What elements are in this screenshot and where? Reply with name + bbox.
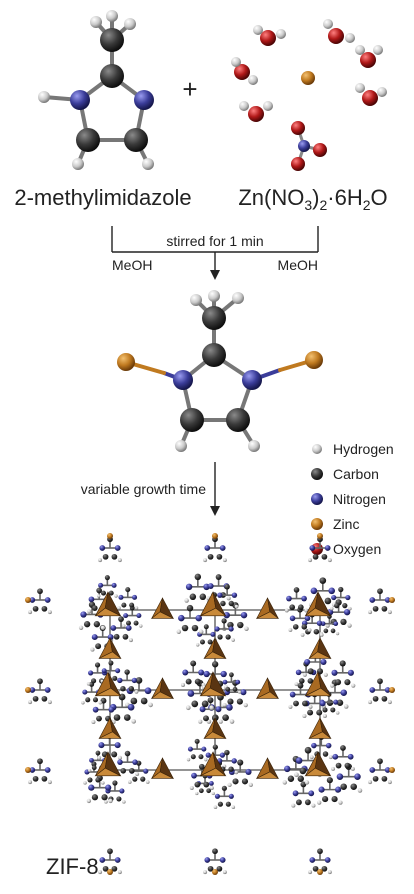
step2-condition: variable growth time — [81, 481, 206, 497]
linker-fragment — [203, 848, 227, 875]
methylimidazole-molecule — [38, 10, 154, 170]
step1-solvent-left: MeOH — [112, 257, 152, 273]
linker-fragment — [122, 605, 143, 628]
step1-arrowhead — [210, 270, 220, 280]
legend: Hydrogen Carbon Nitrogen Zinc Oxygen — [311, 441, 394, 557]
zn-tetrahedron — [199, 751, 227, 777]
zinc-nitrate-hexahydrate — [231, 19, 387, 171]
zn-tetrahedron — [203, 637, 227, 660]
water-molecule — [239, 101, 273, 122]
linker-fragment — [28, 678, 52, 705]
zn-tetrahedron — [94, 591, 122, 617]
linker-fragment — [108, 693, 136, 724]
linker-fragment — [317, 777, 343, 805]
zn-tetrahedron — [255, 597, 280, 620]
zinc-ion — [301, 71, 315, 85]
linker-fragment — [330, 660, 356, 688]
linker-fragment — [368, 588, 392, 615]
svg-text:Hydrogen: Hydrogen — [333, 441, 394, 457]
legend-item-nitrogen: Nitrogen — [311, 491, 386, 507]
linker-fragment — [203, 536, 227, 563]
linker-fragment — [115, 669, 139, 694]
linker-fragment — [215, 749, 239, 775]
linker-fragment — [368, 678, 392, 705]
legend-item-hydrogen: Hydrogen — [312, 441, 394, 457]
water-molecule — [231, 57, 258, 85]
water-molecule — [253, 25, 286, 46]
linker-fragment — [308, 848, 332, 875]
zn-tetrahedron — [304, 671, 332, 697]
linker-fragment — [186, 738, 208, 762]
linker-fragment — [109, 616, 133, 643]
zn-tetrahedron — [255, 677, 280, 700]
zn-tetrahedron — [94, 751, 122, 777]
salt-label: Zn(NO3)2·6H2O — [238, 185, 387, 213]
step1-bracket — [111, 226, 319, 272]
linker-fragment — [104, 780, 126, 804]
linker-fragment — [91, 697, 116, 725]
zn-tetrahedron — [255, 757, 280, 780]
linker-fragment — [96, 575, 118, 598]
zinc-imidazolate-unit — [117, 290, 323, 452]
linker-fragment — [291, 781, 316, 808]
step1-solvent-right: MeOH — [278, 257, 318, 273]
linker-fragment — [329, 586, 352, 611]
legend-item-carbon: Carbon — [311, 466, 379, 482]
linker-fragment — [28, 588, 52, 615]
linker-fragment — [115, 750, 140, 776]
zn-tetrahedron — [150, 757, 175, 780]
linker-fragment — [100, 660, 122, 684]
linker-fragment — [300, 611, 324, 637]
zn-tetrahedron — [94, 671, 122, 697]
nitrate-ion — [291, 121, 327, 171]
zif8-framework — [25, 533, 395, 875]
linker-fragment — [180, 660, 206, 688]
zn-tetrahedron — [199, 671, 227, 697]
zn-tetrahedron — [308, 637, 332, 660]
linker-fragment — [98, 536, 122, 563]
linker-fragment — [213, 785, 236, 809]
svg-text:Carbon: Carbon — [333, 466, 379, 482]
zn-tetrahedron — [98, 717, 122, 740]
linker-fragment — [215, 584, 239, 609]
linker-fragment — [125, 677, 153, 708]
linker-fragment — [308, 536, 332, 563]
linker-fragment — [227, 759, 253, 788]
svg-text:Nitrogen: Nitrogen — [333, 491, 386, 507]
linker-fragment — [185, 679, 214, 711]
zn-tetrahedron — [199, 591, 227, 617]
linker-fragment — [86, 774, 113, 804]
zn-tetrahedron — [98, 637, 122, 660]
water-molecule — [323, 19, 355, 44]
step2-arrowhead — [210, 506, 220, 516]
linker-fragment — [176, 604, 204, 635]
linker-fragment — [368, 758, 392, 785]
linker-fragment — [198, 697, 223, 724]
water-molecule — [355, 45, 383, 68]
zn-tetrahedron — [150, 677, 175, 700]
svg-text:Zinc: Zinc — [333, 516, 359, 532]
linker-fragment — [98, 848, 122, 875]
zn-tetrahedron — [203, 717, 227, 740]
linker-fragment — [284, 587, 309, 613]
linker-fragment — [28, 758, 52, 785]
zn-tetrahedron — [304, 751, 332, 777]
zn-tetrahedron — [304, 591, 332, 617]
zn-tetrahedron — [308, 717, 332, 740]
legend-item-oxygen: Oxygen — [311, 541, 381, 557]
legend-item-zinc: Zinc — [311, 516, 359, 532]
ligand-label: 2-methylimidazole — [14, 185, 191, 210]
product-label: ZIF-8 — [46, 854, 99, 879]
linker-fragment — [117, 587, 139, 610]
plus-sign: + — [182, 74, 197, 104]
water-molecule — [355, 83, 387, 106]
linker-fragment — [331, 745, 355, 771]
zn-tetrahedron — [150, 597, 175, 620]
step1-condition: stirred for 1 min — [166, 233, 263, 249]
svg-text:Oxygen: Oxygen — [333, 541, 381, 557]
